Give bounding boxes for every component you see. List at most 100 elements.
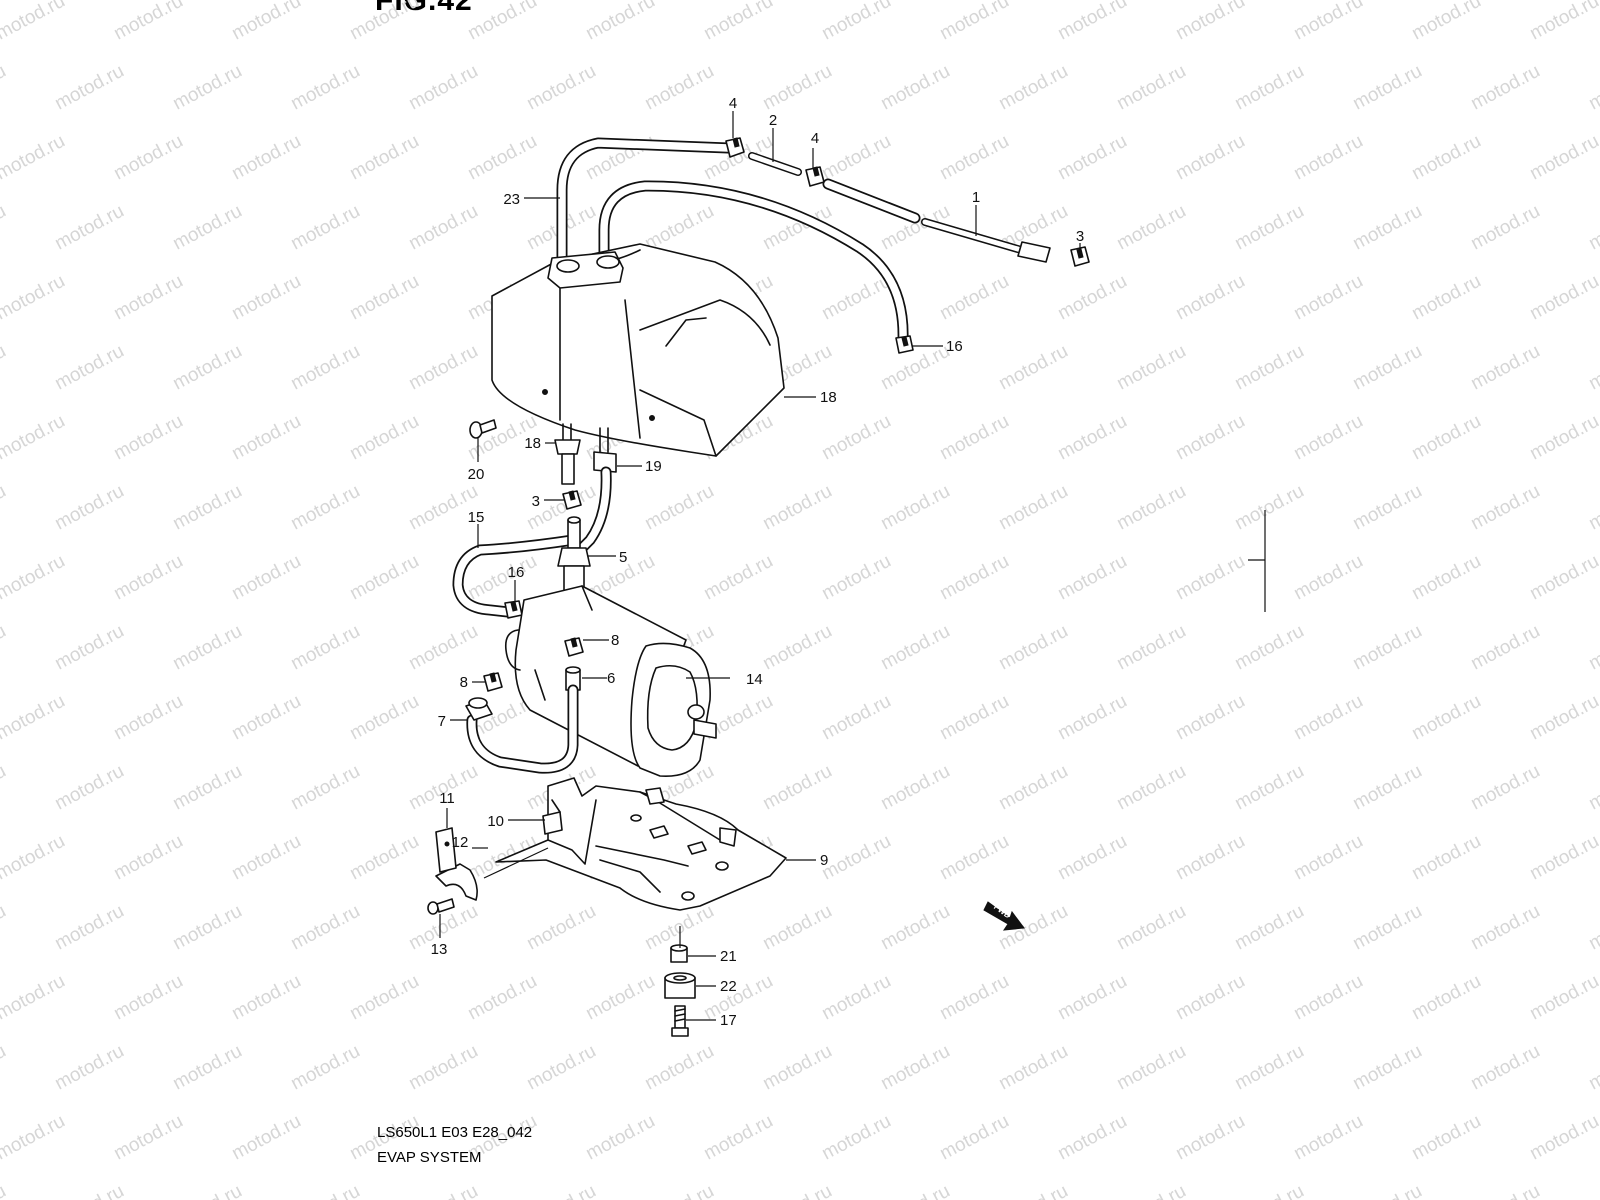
watermark-text: motod.ru [1054,411,1130,465]
watermark-text: motod.ru [1467,201,1543,255]
watermark-text: motod.ru [995,61,1071,115]
watermark-text: motod.ru [877,1041,953,1095]
part-label-4: 4 [811,130,819,147]
clamp-8-lower [483,672,503,692]
bracket-9 [495,777,787,911]
watermark-text: motod.ru [0,901,10,955]
watermark-text: motod.ru [877,481,953,535]
watermark-text: motod.ru [936,1111,1012,1165]
watermark-text: motod.ru [523,1041,599,1095]
watermark-text: motod.ru [523,1181,599,1200]
part-label-20: 17 [720,1012,737,1029]
watermark-text: motod.ru [1526,691,1600,745]
watermark-text: motod.ru [1290,131,1366,185]
watermark-text: motod.ru [1467,901,1543,955]
figure-title: FIG.42 [375,0,473,17]
watermark-text: motod.ru [287,61,363,115]
watermark-text: motod.ru [1113,341,1189,395]
watermark-text: motod.ru [995,621,1071,675]
part-label-1: 1 [972,189,980,206]
watermark-text: motod.ru [169,61,245,115]
model-code-caption: LS650L1 E03 E28_042 [377,1124,533,1141]
part-label-17: 18 [820,389,837,406]
watermark-text: motod.ru [1585,901,1600,955]
watermark-text: motod.ru [1526,831,1600,885]
hose-to-fitting-5 [576,466,612,554]
fwd-arrow-icon: FWD [983,901,1025,931]
watermark-text: motod.ru [1231,901,1307,955]
watermark-text: motod.ru [110,0,186,44]
watermark-text: motod.ru [464,0,540,44]
watermark-text: motod.ru [818,0,894,44]
watermark-text: motod.ru [582,971,658,1025]
watermark-text: motod.ru [0,61,10,115]
clamp-3-middle [562,490,582,510]
watermark-text: motod.ru [1585,621,1600,675]
watermark-text: motod.ru [1408,271,1484,325]
watermark-text: motod.ru [1172,271,1248,325]
watermark-text: motod.ru [1231,1041,1307,1095]
watermark-text: motod.ru [0,551,69,605]
watermark-text: motod.ru [818,971,894,1025]
watermark-text: motod.ru [0,971,69,1025]
watermark-text: motod.ru [818,1111,894,1165]
watermark-text: motod.ru [169,621,245,675]
part-label-21: 21 [720,948,737,965]
watermark-text: motod.ru [51,901,127,955]
watermark-text: motod.ru [287,761,363,815]
watermark-text: motod.ru [51,761,127,815]
watermark-text: motod.ru [346,831,422,885]
watermark-text: motod.ru [0,0,69,44]
watermark-text: motod.ru [759,61,835,115]
bolt-19 [469,419,497,439]
watermark-text: motod.ru [0,1111,69,1165]
watermark-text: motod.ru [523,901,599,955]
watermark-text: motod.ru [405,61,481,115]
watermark-text: motod.ru [228,271,304,325]
watermark-text: motod.ru [0,131,69,185]
watermark-text: motod.ru [877,621,953,675]
part-label-23: 23 [503,191,520,208]
watermark-text: motod.ru [169,481,245,535]
watermark-text: motod.ru [51,481,127,535]
watermark-text: motod.ru [1054,131,1130,185]
part-label-10: 10 [487,813,504,830]
watermark-text: motod.ru [877,61,953,115]
canister-14 [504,585,717,777]
page-edge-marks [1248,510,1266,612]
watermark-text: motod.ru [1467,341,1543,395]
watermark-text: motod.ru [0,761,10,815]
watermark-text: motod.ru [1054,831,1130,885]
watermark-text: motod.ru [287,621,363,675]
part-label-6: 6 [607,670,615,687]
part-label-18: 18 [524,435,541,452]
watermark-text: motod.ru [936,411,1012,465]
watermark-text: motod.ru [287,1041,363,1095]
grommet-22 [664,972,696,999]
watermark-text: motod.ru [1231,341,1307,395]
part-label-13: 13 [431,941,448,958]
hose-1 [822,178,1051,263]
watermark-text: motod.ru [1349,201,1425,255]
watermark-text: motod.ru [1467,1041,1543,1095]
watermark-text: motod.ru [936,551,1012,605]
watermark-text: motod.ru [818,411,894,465]
watermark-text: motod.ru [51,341,127,395]
watermark-text: motod.ru [877,761,953,815]
canister-cover-17 [491,243,785,457]
watermark-text: motod.ru [1467,61,1543,115]
watermark-text: motod.ru [0,1181,10,1200]
watermark-text: motod.ru [1172,131,1248,185]
watermark-text: motod.ru [110,411,186,465]
clamp-4-right [805,166,825,187]
watermark-text: motod.ru [759,481,835,535]
watermark-text: motod.ru [110,831,186,885]
watermark-text: motod.ru [995,1181,1071,1200]
watermark-text: motod.ru [1526,411,1600,465]
watermark-text: motod.ru [0,831,69,885]
watermark-text: motod.ru [1467,761,1543,815]
watermark-text: motod.ru [1349,481,1425,535]
watermark-text: motod.ru [1585,481,1600,535]
watermark-text: motod.ru [0,201,10,255]
